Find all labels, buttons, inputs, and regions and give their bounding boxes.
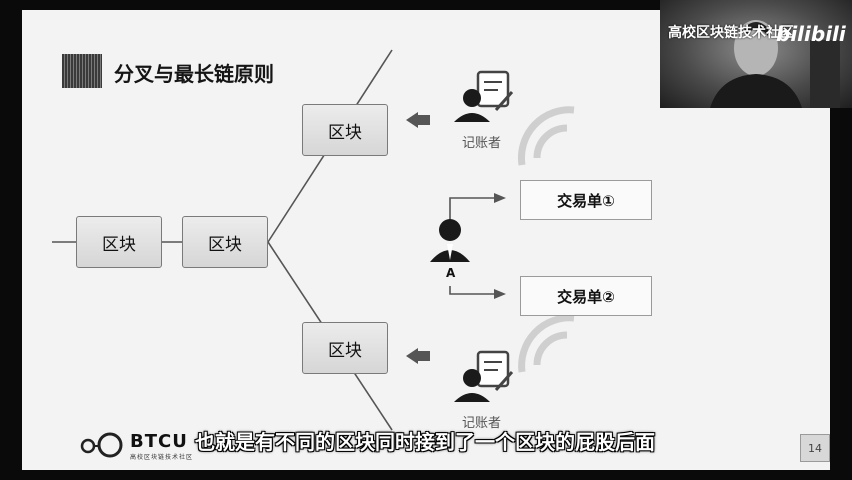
title-bar-icon — [62, 54, 102, 88]
transaction-1: 交易单① — [520, 180, 652, 220]
arrow-left-icon — [406, 348, 418, 364]
person-arrow-line-bottom — [449, 286, 494, 295]
arrow-left-icon — [406, 112, 418, 128]
btcu-logo-icon — [80, 432, 123, 458]
slide-title: 分叉与最长链原则 — [114, 62, 274, 86]
bookkeeper-person-icon — [454, 369, 490, 402]
block-chain-2: 区块 — [182, 216, 268, 268]
page-number: 14 — [800, 434, 830, 462]
block-fork-bottom: 区块 — [302, 322, 388, 374]
webcam-overlay: 高校区块链技术社区 bilibili — [660, 0, 852, 108]
presenter-silhouette — [710, 20, 840, 108]
bookkeeper-label-top: 记账者 — [462, 136, 502, 151]
arrow-left-icon — [418, 115, 430, 125]
bookkeeper-person-icon — [454, 89, 490, 122]
btcu-logo-text: BTCU — [130, 431, 188, 452]
document-pen-icon — [476, 70, 514, 111]
document-pen-icon — [476, 350, 514, 391]
wifi-signal-icon — [517, 106, 575, 373]
person-a-label: A — [446, 266, 456, 280]
block-fork-top: 区块 — [302, 104, 388, 156]
bookkeeper-label-bottom: 记账者 — [462, 416, 502, 431]
transaction-2: 交易单② — [520, 276, 652, 316]
arrow-right-icon — [494, 193, 506, 203]
video-subtitle: 也就是有不同的区块同时接到了一个区块的屁股后面 — [195, 430, 655, 454]
person-icon — [430, 219, 470, 262]
person-arrow-line-top — [449, 197, 494, 228]
arrow-right-icon — [494, 289, 506, 299]
btcu-logo-subtext: 高校区块链技术社区 — [130, 454, 194, 461]
webcam-caption: 高校区块链技术社区 — [668, 25, 794, 41]
arrow-left-icon — [418, 351, 430, 361]
block-chain-1: 区块 — [76, 216, 162, 268]
bilibili-watermark: bilibili — [776, 22, 846, 46]
